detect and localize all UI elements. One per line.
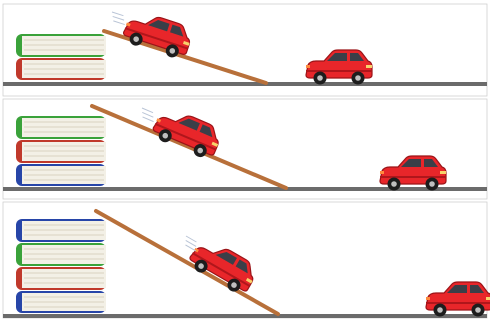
book	[16, 267, 106, 290]
book	[16, 140, 106, 163]
floor-1	[3, 82, 487, 86]
floor-3	[3, 314, 487, 318]
ramp-3	[96, 211, 278, 314]
floor-2	[3, 187, 487, 191]
book	[16, 219, 106, 242]
car-on-ramp-1	[121, 8, 194, 61]
car-on-ramp-2	[150, 104, 224, 162]
book-stack-1	[16, 34, 106, 80]
book-stack-3	[16, 219, 106, 313]
panel-3	[3, 202, 490, 318]
book-stack-2	[16, 116, 106, 186]
book	[16, 34, 106, 57]
book	[16, 58, 106, 80]
book	[16, 291, 106, 313]
car-on-floor-2	[380, 156, 446, 191]
car-on-floor-3	[426, 282, 490, 317]
car-on-ramp-3	[186, 235, 260, 298]
panel-1	[3, 4, 487, 96]
book	[16, 243, 106, 266]
speed-lines	[110, 12, 128, 25]
panel-2	[3, 99, 487, 199]
speed-lines	[139, 108, 157, 122]
book	[16, 164, 106, 186]
car-on-floor-1	[306, 50, 372, 85]
book	[16, 116, 106, 139]
